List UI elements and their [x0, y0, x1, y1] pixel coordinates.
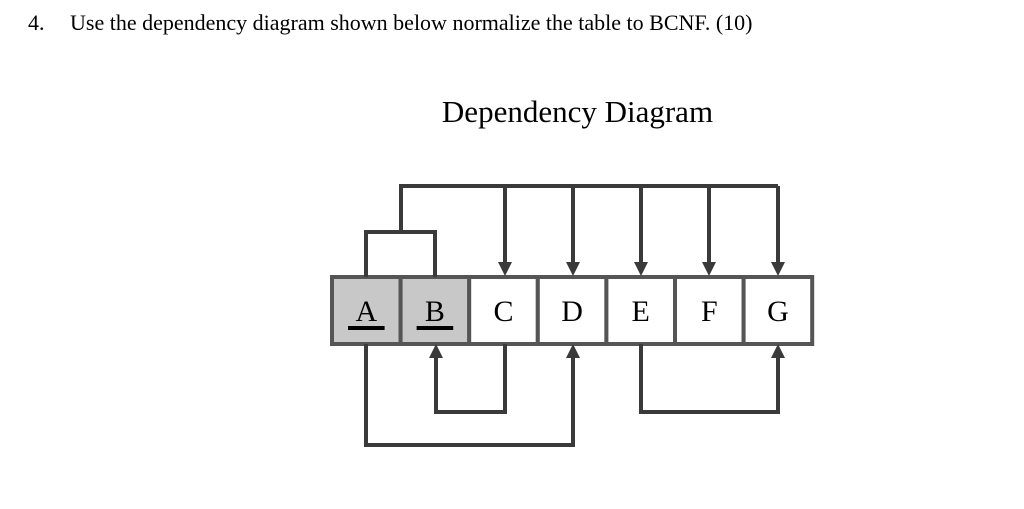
arrowhead [634, 262, 648, 276]
arrowhead-d [566, 344, 580, 358]
arrowhead-g [771, 344, 785, 358]
question-number: 4. [28, 10, 45, 35]
bracket-ab [364, 230, 437, 277]
attribute-label: B [425, 295, 445, 328]
attribute-label: D [561, 295, 583, 328]
attribute-cell-g [741, 275, 815, 346]
full-dependency-line [399, 184, 778, 232]
arrowhead [498, 262, 512, 276]
question: 4. Use the dependency diagram shown below… [28, 10, 753, 36]
dependency-c-to-b [434, 344, 507, 414]
arrowhead-b [429, 344, 443, 358]
arrowhead [771, 262, 785, 276]
attribute-label: C [493, 295, 513, 328]
dependency-a-to-d [364, 344, 575, 447]
attribute-label: A [355, 295, 377, 328]
arrowhead [566, 262, 580, 276]
attribute-label: F [701, 295, 718, 328]
attribute-label: E [632, 295, 650, 328]
dependency-e-to-g [639, 344, 780, 414]
diagram-title: Dependency Diagram [441, 94, 714, 129]
question-text: Use the dependency diagram shown below n… [70, 10, 753, 35]
arrowhead [702, 262, 716, 276]
attribute-label: G [767, 295, 789, 328]
